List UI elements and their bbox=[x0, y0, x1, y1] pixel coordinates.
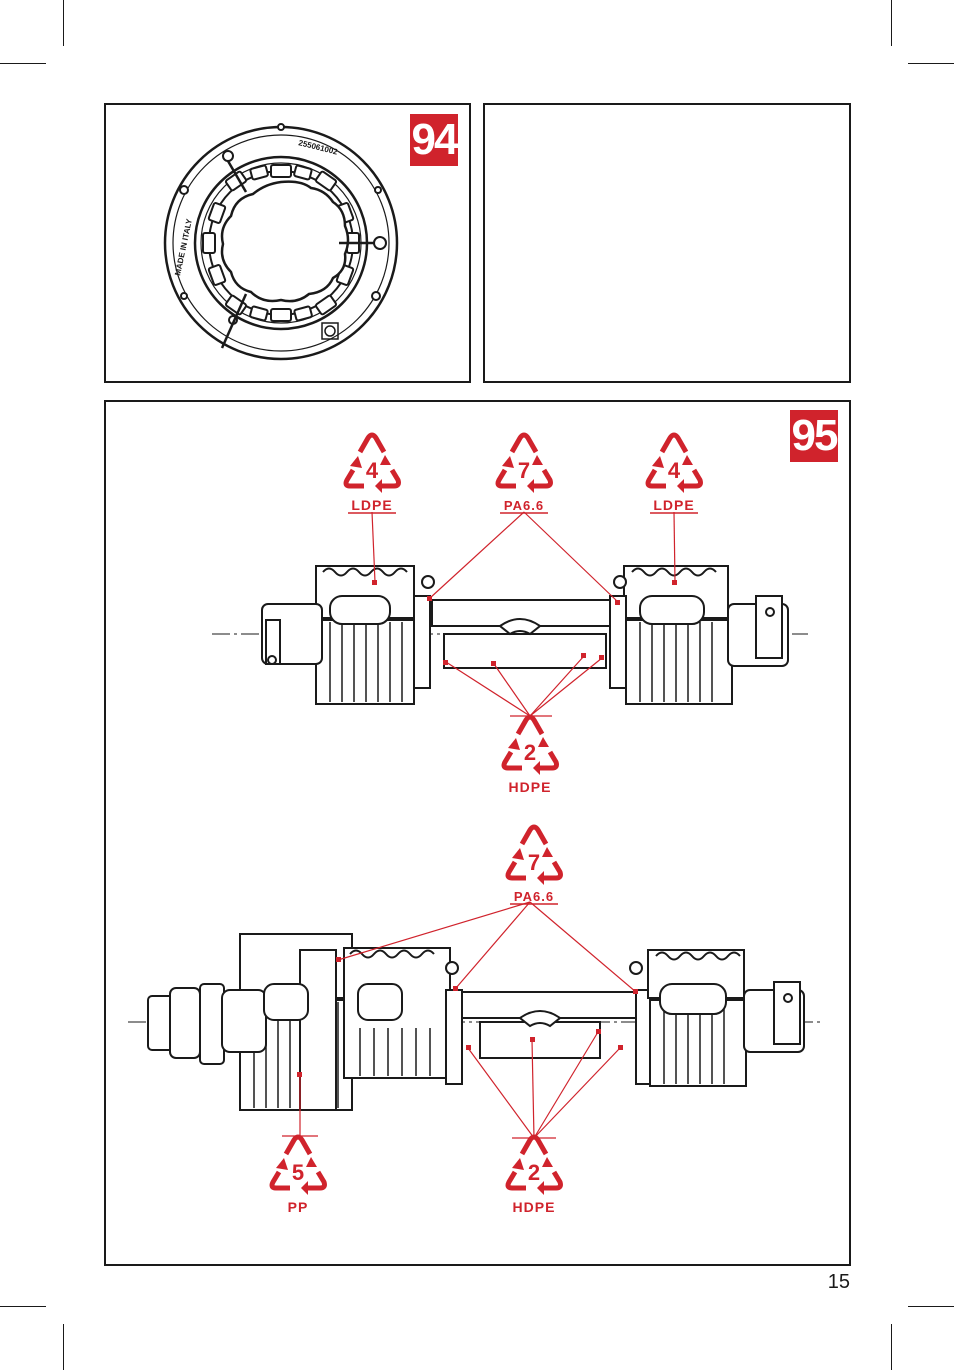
top-driveshaft-drawing bbox=[212, 565, 808, 705]
svg-text:HDPE: HDPE bbox=[513, 1199, 556, 1215]
svg-text:HDPE: HDPE bbox=[509, 779, 552, 795]
crop-mark bbox=[891, 0, 892, 46]
recycling-code-ldpe-left: 4 LDPE bbox=[346, 435, 399, 514]
top-leader-points bbox=[372, 580, 677, 666]
trademark-ring-icon bbox=[321, 322, 339, 340]
figure-95-badge: 95 bbox=[790, 410, 838, 462]
crop-mark bbox=[63, 1324, 64, 1370]
svg-text:PA6.6: PA6.6 bbox=[504, 498, 544, 513]
svg-text:5: 5 bbox=[292, 1160, 304, 1185]
svg-text:LDPE: LDPE bbox=[653, 497, 694, 513]
svg-text:2: 2 bbox=[528, 1160, 540, 1185]
svg-text:4: 4 bbox=[366, 458, 379, 483]
bottom-driveshaft-drawing bbox=[128, 933, 822, 1111]
crop-mark bbox=[0, 63, 46, 64]
recycling-code-pa66-bottom: 7 PA6.6 bbox=[508, 827, 561, 905]
svg-text:PP: PP bbox=[288, 1199, 309, 1215]
svg-text:7: 7 bbox=[528, 850, 540, 875]
recycling-code-hdpe-top: 2 HDPE bbox=[504, 717, 557, 795]
svg-text:PA6.6: PA6.6 bbox=[514, 889, 554, 904]
bottom-leader-points bbox=[297, 957, 638, 1077]
figure-95-panel bbox=[104, 400, 851, 1266]
bearing-ring-drawing: MADE IN ITALY 255061002 bbox=[163, 123, 399, 361]
figure-94-badge: 94 bbox=[410, 114, 458, 166]
recycling-code-pp: 5 PP bbox=[272, 1137, 325, 1215]
crop-mark bbox=[908, 63, 954, 64]
recycling-code-hdpe-bottom: 2 HDPE bbox=[508, 1137, 561, 1215]
recycling-code-ldpe-right: 4 LDPE bbox=[648, 435, 701, 514]
svg-text:LDPE: LDPE bbox=[351, 497, 392, 513]
svg-text:2: 2 bbox=[524, 740, 536, 765]
svg-text:4: 4 bbox=[668, 458, 681, 483]
crop-mark bbox=[63, 0, 64, 46]
crop-mark bbox=[0, 1306, 46, 1307]
empty-panel bbox=[483, 103, 851, 383]
page-number: 15 bbox=[827, 1271, 850, 1293]
recycling-code-pa66-top: 7 PA6.6 bbox=[498, 435, 551, 514]
svg-text:7: 7 bbox=[518, 458, 530, 483]
top-material-leaders bbox=[371, 511, 676, 717]
crop-mark bbox=[891, 1324, 892, 1370]
crop-mark bbox=[908, 1306, 954, 1307]
